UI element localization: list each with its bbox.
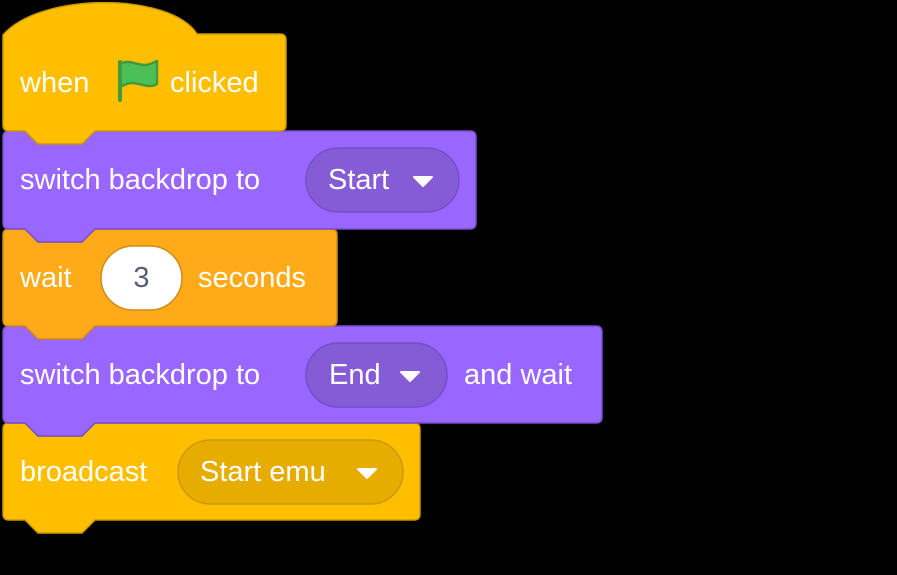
switch-backdrop-wait-block-shape[interactable] — [2, 325, 603, 437]
backdrop-start-value: Start — [328, 164, 390, 196]
seconds-label: seconds — [198, 262, 307, 294]
chevron-down-icon — [357, 468, 377, 479]
and-wait-label: and wait — [464, 359, 573, 391]
broadcast-message-value: Start emu — [200, 456, 326, 488]
switch-backdrop-label: switch backdrop to — [20, 164, 261, 196]
chevron-down-icon — [400, 371, 420, 382]
wait-seconds-input[interactable] — [100, 245, 183, 311]
broadcast-label: broadcast — [20, 456, 148, 488]
backdrop-end-dropdown[interactable] — [305, 342, 448, 408]
green-flag-icon — [118, 59, 159, 102]
chevron-down-icon — [413, 176, 433, 187]
backdrop-start-dropdown[interactable] — [305, 147, 460, 213]
switch-backdrop-wait-label: switch backdrop to — [20, 359, 261, 391]
backdrop-end-value: End — [329, 359, 381, 391]
hat-label-clicked: clicked — [170, 67, 259, 99]
wait-seconds-value[interactable]: 3 — [133, 262, 150, 294]
hat-label-when: when — [20, 67, 90, 99]
broadcast-dropdown[interactable] — [177, 439, 404, 505]
wait-label: wait — [20, 262, 72, 294]
